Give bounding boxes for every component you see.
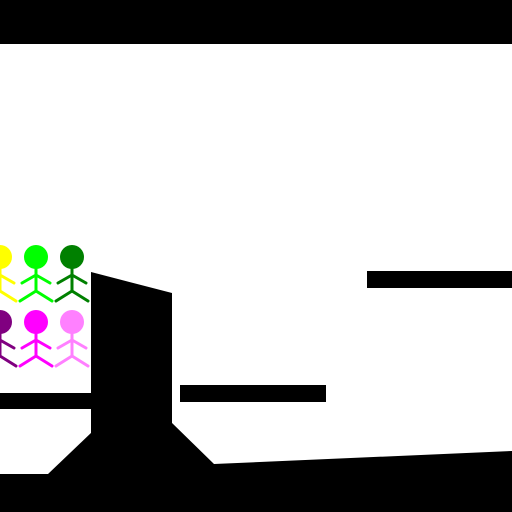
tall-pillar <box>91 272 172 462</box>
left-ledge-platform <box>0 393 91 409</box>
middle-platform <box>180 385 326 402</box>
players-group <box>0 245 90 368</box>
player-green <box>54 245 90 303</box>
player-purple <box>0 310 18 368</box>
player-magenta <box>18 310 54 368</box>
player-yellow <box>0 245 18 303</box>
player-yellow-head <box>0 245 12 269</box>
ground-floor <box>0 422 512 512</box>
player-pink <box>54 310 90 368</box>
player-pink-head <box>60 310 84 334</box>
right-platform <box>367 271 512 288</box>
ceiling-bar <box>0 0 512 44</box>
player-purple-head <box>0 310 12 334</box>
player-lime <box>18 245 54 303</box>
player-green-head <box>60 245 84 269</box>
player-magenta-head <box>24 310 48 334</box>
player-lime-head <box>24 245 48 269</box>
